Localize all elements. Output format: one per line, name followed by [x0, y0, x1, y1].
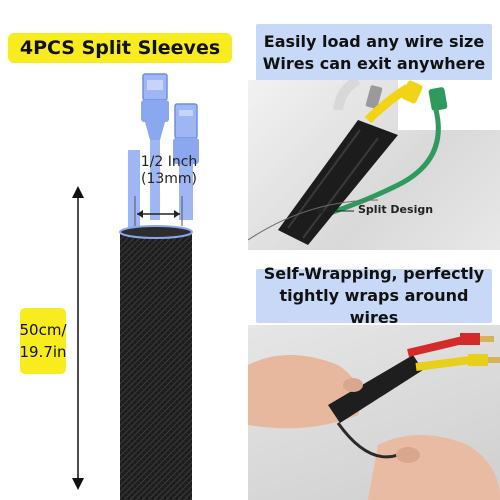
cable-strand [128, 150, 140, 230]
product-title-badge: 4PCS Split Sleeves [8, 33, 232, 63]
length-line-2: 19.7in [19, 343, 67, 361]
banner-wrap-line-2: tightly wraps around wires [279, 286, 469, 327]
sleeve-diameter-label: 1/2 Inch (13mm) [114, 154, 224, 188]
double-arrow-icon [72, 186, 84, 490]
rca-plug-icon [460, 333, 500, 366]
size-line-1: 1/2 Inch [140, 154, 198, 170]
sleeve-opening [119, 225, 193, 239]
feature-banner-load: Easily load any wire size Wires can exit… [256, 24, 492, 81]
ethernet-plug-icon [141, 73, 169, 220]
feature-banner-wrap: Self-Wrapping, perfectly tightly wraps a… [256, 264, 492, 327]
length-line-1: 50cm/ [19, 321, 67, 339]
length-badge: 50cm/ 19.7in [19, 308, 67, 374]
sleeve-illustration [72, 73, 199, 500]
cables-in-sleeve-photo [248, 80, 500, 250]
sleeve-segment [328, 355, 423, 423]
size-line-2: (13mm) [140, 171, 197, 187]
width-arrow-icon [134, 196, 183, 226]
banner-load-line-1: Easily load any wire size [263, 31, 485, 51]
split-design-label: Split Design [358, 203, 434, 216]
product-title: 4PCS Split Sleeves [19, 37, 221, 59]
hands-wrapping-photo [248, 325, 500, 500]
usb-plug-icon [173, 103, 199, 220]
braided-sleeve [120, 230, 192, 500]
banner-wrap-line-1: Self-Wrapping, perfectly [263, 264, 485, 283]
banner-load-line-2: Wires can exit anywhere [262, 53, 486, 73]
